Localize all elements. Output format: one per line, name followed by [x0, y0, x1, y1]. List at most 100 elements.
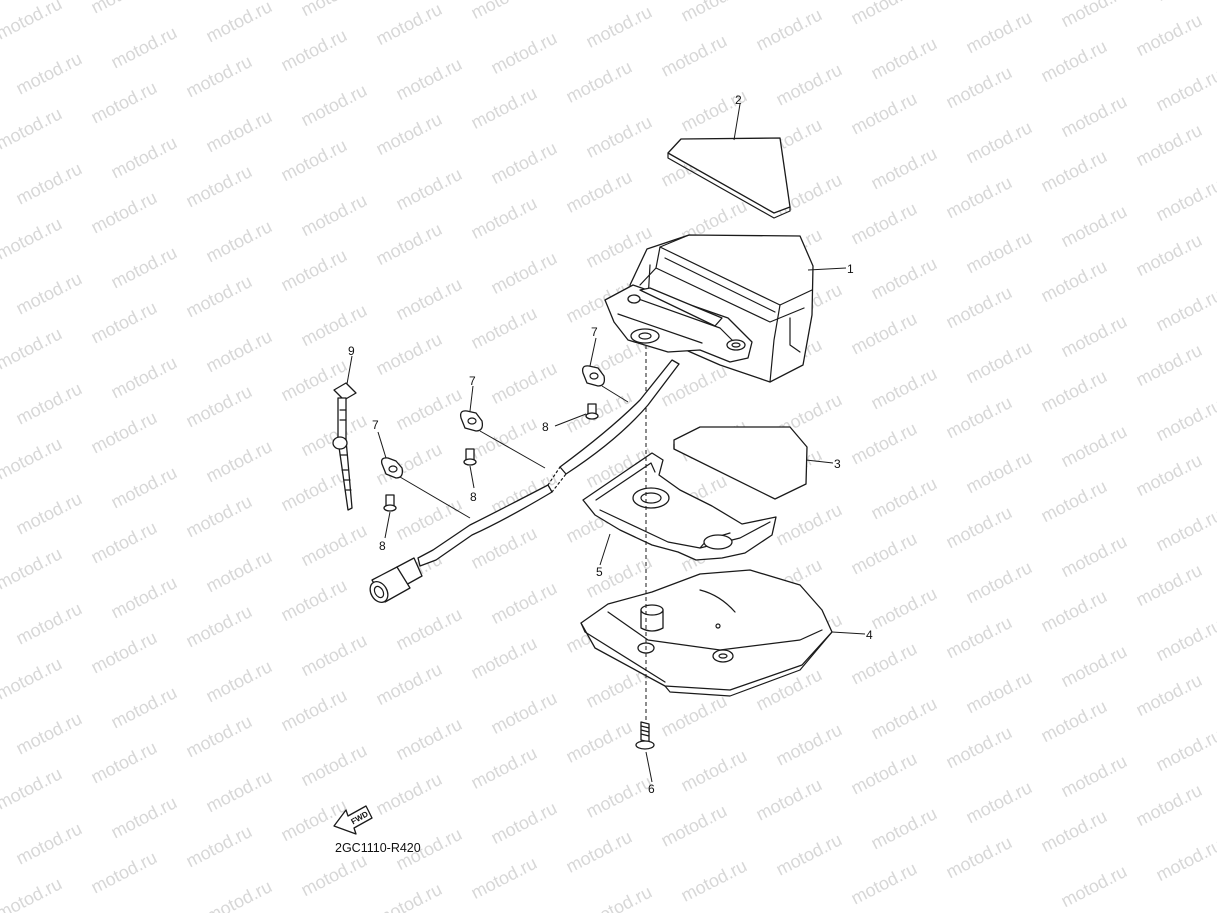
- part-9-cable-tie: [332, 382, 357, 511]
- watermark-text: motod.ru: [108, 792, 180, 842]
- watermark-text: motod.ru: [13, 158, 85, 208]
- watermark-text: motod.ru: [1058, 421, 1130, 471]
- watermark-text: motod.ru: [1058, 751, 1130, 801]
- watermark-text: motod.ru: [88, 627, 160, 677]
- watermark-text: motod.ru: [488, 688, 560, 738]
- watermark-text: motod.ru: [0, 543, 65, 593]
- part-7-clamp-a: [380, 457, 404, 479]
- part-3-gasket: [673, 426, 808, 500]
- callout-1-label: 1: [847, 262, 854, 276]
- watermark-text: motod.ru: [298, 740, 370, 790]
- watermark-text: motod.ru: [773, 829, 845, 879]
- watermark-text: motod.ru: [1038, 696, 1110, 746]
- watermark-text: motod.ru: [108, 22, 180, 72]
- watermark-text: motod.ru: [848, 308, 920, 358]
- watermark-text: motod.ru: [943, 832, 1015, 882]
- watermark-text: motod.ru: [1058, 311, 1130, 361]
- watermark-text: motod.ru: [298, 0, 370, 20]
- watermark-text: motod.ru: [88, 187, 160, 237]
- watermark-text: motod.ru: [183, 51, 255, 101]
- watermark-text: motod.ru: [183, 161, 255, 211]
- watermark-text: motod.ru: [0, 213, 65, 263]
- watermark-text: motod.ru: [203, 326, 275, 376]
- watermark-text: motod.ru: [583, 772, 655, 822]
- watermark-text: motod.ru: [1153, 395, 1217, 445]
- watermark-text: motod.ru: [278, 135, 350, 185]
- watermark-text: motod.ru: [203, 216, 275, 266]
- watermark-text: motod.ru: [963, 667, 1035, 717]
- watermark-text: motod.ru: [963, 337, 1035, 387]
- watermark-text: motod.ru: [848, 638, 920, 688]
- watermark-text: motod.ru: [0, 433, 65, 483]
- watermark-text: motod.ru: [13, 598, 85, 648]
- watermark-text: motod.ru: [563, 827, 635, 877]
- watermark-text: motod.ru: [1153, 725, 1217, 775]
- callout-7c: 7: [589, 325, 598, 367]
- callout-7b-label: 7: [469, 374, 476, 388]
- watermark-text: motod.ru: [183, 601, 255, 651]
- watermark-text: motod.ru: [963, 117, 1035, 167]
- callout-4: 4: [831, 628, 873, 642]
- watermark-text: motod.ru: [393, 384, 465, 434]
- watermark-text: motod.ru: [278, 25, 350, 75]
- watermark-text: motod.ru: [183, 271, 255, 321]
- watermark-text: motod.ru: [963, 227, 1035, 277]
- watermark-text: motod.ru: [1038, 146, 1110, 196]
- watermark-text: motod.ru: [468, 853, 540, 903]
- fwd-arrow-icon: FWD: [333, 805, 373, 835]
- watermark-text: motod.ru: [1133, 120, 1205, 170]
- watermark-text: motod.ru: [13, 378, 85, 428]
- watermark-text: motod.ru: [678, 0, 750, 26]
- part-8-screw-c: [585, 403, 599, 420]
- watermark-text: motod.ru: [88, 297, 160, 347]
- watermark-text: motod.ru: [373, 0, 445, 49]
- watermark-text: motod.ru: [298, 630, 370, 680]
- watermark-text: motod.ru: [943, 722, 1015, 772]
- watermark-text: motod.ru: [488, 138, 560, 188]
- watermark-text: motod.ru: [373, 659, 445, 709]
- watermark-text: motod.ru: [943, 392, 1015, 442]
- watermark-text: motod.ru: [183, 381, 255, 431]
- watermark-text: motod.ru: [203, 0, 275, 46]
- watermark-text: motod.ru: [393, 164, 465, 214]
- watermark-text: motod.ru: [488, 28, 560, 78]
- callout-8b: 8: [469, 465, 477, 504]
- watermark-text: motod.ru: [868, 143, 940, 193]
- callout-5: 5: [596, 533, 611, 579]
- part-7-clamp-c: [581, 365, 606, 387]
- watermark-text: motod.ru: [868, 363, 940, 413]
- watermark-text: motod.ru: [183, 491, 255, 541]
- watermark-text: motod.ru: [1133, 10, 1205, 60]
- watermark-text: motod.ru: [563, 717, 635, 767]
- watermark-text: motod.ru: [298, 300, 370, 350]
- watermark-text: motod.ru: [868, 33, 940, 83]
- watermark-text: motod.ru: [203, 766, 275, 816]
- watermark-text: motod.ru: [848, 418, 920, 468]
- watermark-text: motod.ru: [848, 748, 920, 798]
- watermark-text: motod.ru: [488, 248, 560, 298]
- watermark-text: motod.ru: [1038, 586, 1110, 636]
- watermark-text: motod.ru: [278, 465, 350, 515]
- callout-4-label: 4: [866, 628, 873, 642]
- part-5-lens-frame: [582, 452, 777, 561]
- watermark-text: motod.ru: [183, 821, 255, 871]
- watermark-text: motod.ru: [1058, 91, 1130, 141]
- watermark-text: motod.ru: [0, 763, 65, 813]
- watermark-text: motod.ru: [0, 873, 65, 913]
- watermark-text: motod.ru: [203, 546, 275, 596]
- watermark-text: motod.ru: [298, 850, 370, 900]
- watermark-text: motod.ru: [488, 798, 560, 848]
- watermark-text: motod.ru: [278, 685, 350, 735]
- callout-7a-label: 7: [372, 418, 379, 432]
- watermark-text: motod.ru: [868, 803, 940, 853]
- watermark-text: motod.ru: [583, 882, 655, 913]
- watermark-text: motod.ru: [1058, 201, 1130, 251]
- watermark-text: motod.ru: [563, 167, 635, 217]
- watermark-text: motod.ru: [1038, 806, 1110, 856]
- watermark-text: motod.ru: [108, 682, 180, 732]
- watermark-text: motod.ru: [1153, 505, 1217, 555]
- watermark-text: motod.ru: [0, 0, 65, 44]
- watermark-text: motod.ru: [1133, 670, 1205, 720]
- watermark-text: motod.ru: [393, 604, 465, 654]
- watermark-text: motod.ru: [298, 410, 370, 460]
